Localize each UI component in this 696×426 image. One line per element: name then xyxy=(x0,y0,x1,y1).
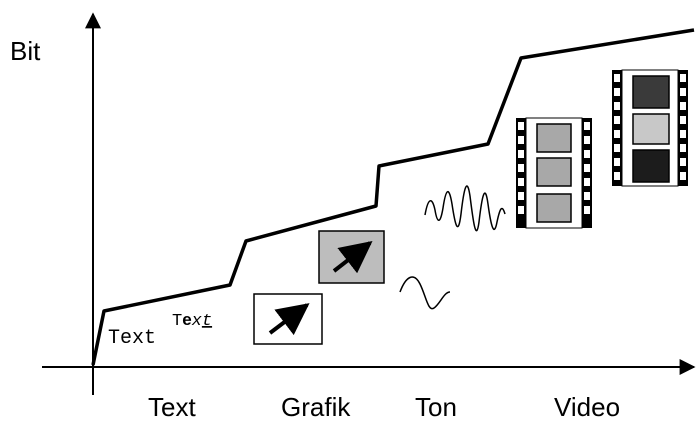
styled-letter-4: t xyxy=(202,312,212,331)
arrow-graphic-gray-icon xyxy=(318,230,385,284)
arrow-graphic-icon xyxy=(253,293,323,345)
text-sample-icon: Text Text xyxy=(108,310,212,350)
category-label-grafik: Grafik xyxy=(281,392,351,422)
bit-rate-curve xyxy=(91,28,695,366)
text-sample-plain: Text xyxy=(108,327,156,350)
styled-letter-2: e xyxy=(182,310,191,329)
film-strip-icon xyxy=(516,117,592,229)
complex-wave-icon xyxy=(424,185,506,232)
styled-letter-1: T xyxy=(172,312,182,331)
category-label-ton: Ton xyxy=(415,392,457,422)
y-axis-label: Bit xyxy=(10,36,41,66)
category-label-video: Video xyxy=(554,392,620,422)
film-strip-large-icon xyxy=(612,69,688,187)
styled-letter-3: x xyxy=(191,312,203,331)
category-label-text: Text xyxy=(148,392,196,422)
sine-wave-icon xyxy=(399,276,451,310)
text-sample-styled: Text xyxy=(172,310,212,331)
